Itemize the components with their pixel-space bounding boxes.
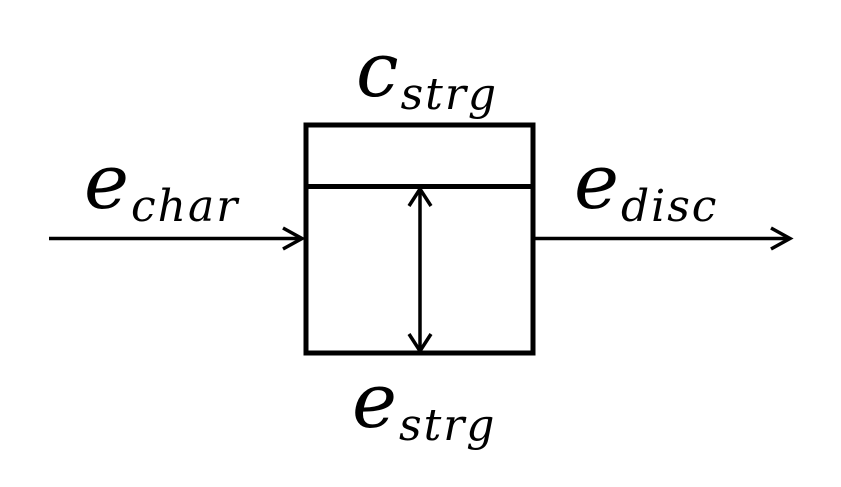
label-subscript: disc: [620, 181, 719, 232]
label-subscript: strg: [400, 69, 499, 120]
label-subscript: char: [130, 181, 240, 232]
label-base-symbol: e: [352, 356, 397, 445]
label-stored-energy: estrg: [352, 363, 496, 448]
output-arrow: [535, 226, 794, 251]
label-base-symbol: e: [574, 137, 619, 226]
label-base-symbol: e: [84, 137, 129, 226]
arrowhead-right-icon: [282, 226, 306, 251]
arrowhead-right-icon: [770, 226, 794, 251]
bidirectional-arrow: [407, 185, 433, 355]
label-discharging-energy: edisc: [574, 144, 718, 229]
label-subscript: strg: [398, 400, 497, 451]
label-base-symbol: c: [356, 25, 399, 114]
input-arrow: [49, 226, 306, 251]
arrowhead-down-icon: [407, 333, 433, 355]
label-charging-energy: echar: [84, 144, 239, 229]
arrowhead-up-icon: [407, 185, 433, 207]
label-storage-capacity: cstrg: [356, 32, 498, 117]
